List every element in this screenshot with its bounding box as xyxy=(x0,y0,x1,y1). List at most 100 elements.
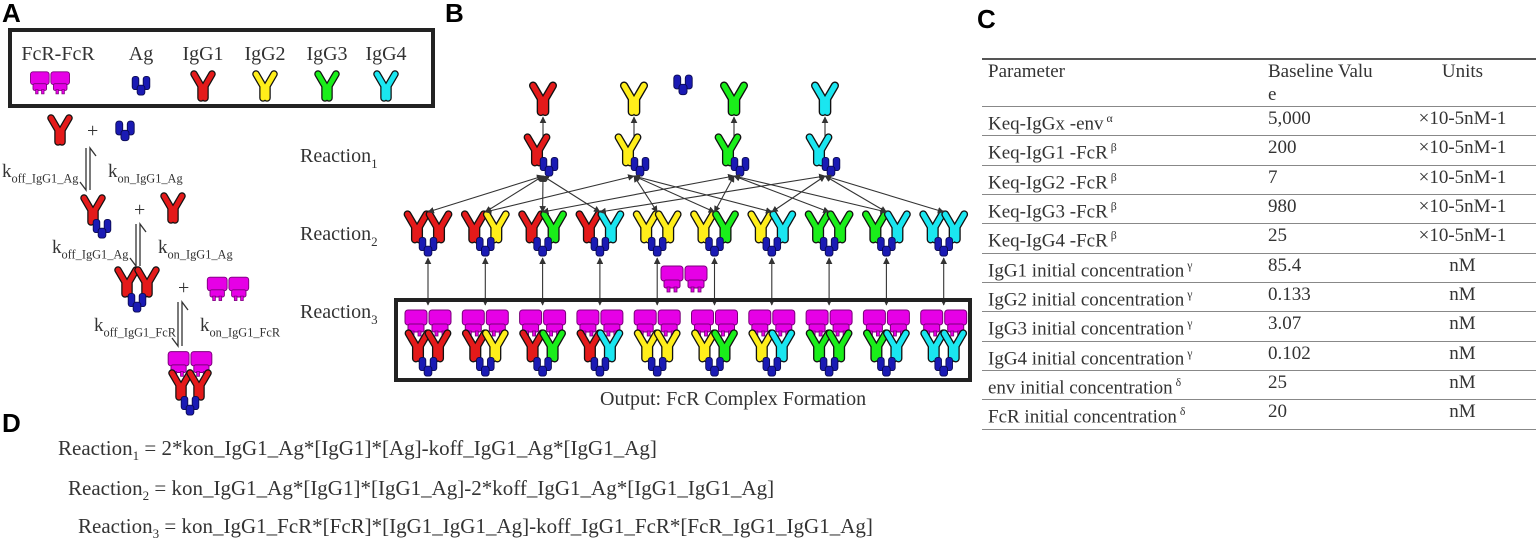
b-mid-igg4-ag xyxy=(822,157,840,176)
a-plus-1: + xyxy=(87,120,98,142)
a-igg1-free-2 xyxy=(164,196,182,220)
a-plus-3: + xyxy=(178,277,189,299)
b-pair-2-ab1 xyxy=(465,214,484,239)
output-label: Output: FcR Complex Formation xyxy=(600,388,866,410)
b-arrow-r2-9-igg3 xyxy=(734,176,886,212)
b-arrow-r2-7-igg4 xyxy=(772,176,825,212)
param-unit: ×10-5nM-1 xyxy=(1389,194,1536,223)
param-unit: nM xyxy=(1389,370,1536,399)
equation-reaction-1: Reaction1 = 2*kon_IgG1_Ag*[IgG1]*[Ag]-ko… xyxy=(58,436,657,464)
b-pair-3-ab1 xyxy=(522,214,541,239)
b-pair-10-ag xyxy=(935,237,953,256)
b-box-4-ab1 xyxy=(580,333,599,358)
legend-box xyxy=(10,30,433,106)
a-equilibrium-arrow-up-1 xyxy=(90,148,96,190)
b-box-9-ab1 xyxy=(867,333,886,358)
param-value: 3.07 xyxy=(1262,312,1389,341)
b-box-6-ab1 xyxy=(695,333,714,358)
param-name: Keq-IgG2 -FcR β xyxy=(982,165,1262,194)
b-box-9-ag xyxy=(878,357,896,376)
b-pair-9-ab2 xyxy=(888,214,907,239)
b-box-6-ag xyxy=(706,357,724,376)
b-box-2-ab1 xyxy=(466,333,485,358)
b-box-9-ab2 xyxy=(887,333,906,358)
b-box-3-ag xyxy=(534,357,552,376)
param-value: 20 xyxy=(1262,400,1389,429)
b-pair-4-ab1 xyxy=(579,214,598,239)
b-pair-4-ag xyxy=(591,237,609,256)
param-value: 200 xyxy=(1262,136,1389,165)
b-pair-3-ag xyxy=(534,237,552,256)
reaction-label-3: Reaction3 xyxy=(300,301,378,327)
b-box-8-ab2 xyxy=(830,333,849,358)
b-mid-igg1-ag xyxy=(540,157,558,176)
a-equilibrium-arrow-down-2 xyxy=(130,224,136,266)
param-value: 980 xyxy=(1262,194,1389,223)
b-pair-8-ab1 xyxy=(809,214,828,239)
a-igg1-igg1-ag-ag xyxy=(128,293,146,312)
param-unit: nM xyxy=(1389,400,1536,429)
b-box-3-ab2 xyxy=(543,333,562,358)
b-pair-7-ab2 xyxy=(773,214,792,239)
legend-ag-icon xyxy=(132,76,150,95)
b-pair-5-ab2 xyxy=(659,214,678,239)
b-pair-1-ag xyxy=(419,237,437,256)
b-box-8-ag xyxy=(820,357,838,376)
a-koff-label-3: koff_IgG1_FcR xyxy=(94,315,177,340)
legend-igg4-icon xyxy=(377,74,395,98)
header-baseline: Baseline Valu e xyxy=(1262,59,1389,107)
table-header-row: Parameter Baseline Valu e Units xyxy=(982,59,1536,107)
legend-label-ag: Ag xyxy=(129,43,153,65)
a-equilibrium-arrow-up-2 xyxy=(140,224,146,266)
b-pair-7-ab1 xyxy=(751,214,770,239)
b-box-5-ag xyxy=(648,357,666,376)
legend-igg1-icon xyxy=(194,74,212,98)
b-mid-igg3-ag xyxy=(731,157,749,176)
a-igg1-ag-ab xyxy=(84,198,102,222)
b-top-igg3 xyxy=(724,86,744,112)
b-box-5-ab1 xyxy=(638,333,657,358)
param-name: IgG1 initial concentration γ xyxy=(982,253,1262,282)
b-pair-2-ag xyxy=(477,237,495,256)
param-unit: nM xyxy=(1389,312,1536,341)
b-box-10-ab2 xyxy=(944,333,963,358)
b-top-igg1 xyxy=(533,86,553,112)
b-arrow-r2-9-igg4 xyxy=(825,176,886,212)
equation-reaction-2: Reaction2 = kon_IgG1_Ag*[IgG1]*[IgG1_Ag]… xyxy=(68,476,774,504)
b-arrow-r2-6-igg3 xyxy=(715,176,735,212)
param-unit: nM xyxy=(1389,282,1536,311)
b-pair-9-ag xyxy=(878,237,896,256)
b-pair-9-ab1 xyxy=(866,214,885,239)
b-pair-8-ab2 xyxy=(831,214,850,239)
b-pair-5-ab1 xyxy=(637,214,656,239)
b-mid-igg2-ag xyxy=(631,157,649,176)
b-arrow-r2-4-igg4 xyxy=(600,176,825,212)
b-pair-1-ab1 xyxy=(408,214,427,239)
a-kon-label-3: kon_IgG1_FcR xyxy=(200,315,281,340)
b-box-7-ag xyxy=(763,357,781,376)
param-value: 25 xyxy=(1262,224,1389,253)
b-box-1-ag xyxy=(419,357,437,376)
b-pair-5-ag xyxy=(648,237,666,256)
param-value: 7 xyxy=(1262,165,1389,194)
b-pair-6-ab1 xyxy=(694,214,713,239)
param-value: 0.102 xyxy=(1262,341,1389,370)
a-igg1-free xyxy=(51,118,69,142)
legend-label-igg4: IgG4 xyxy=(365,43,406,65)
b-box-1-ab2 xyxy=(429,333,448,358)
a-fcr-free xyxy=(207,277,248,300)
reaction-label-1: Reaction1 xyxy=(300,145,378,171)
legend-label-igg2: IgG2 xyxy=(244,43,285,65)
b-arrow-r2-8-igg3 xyxy=(734,176,829,212)
